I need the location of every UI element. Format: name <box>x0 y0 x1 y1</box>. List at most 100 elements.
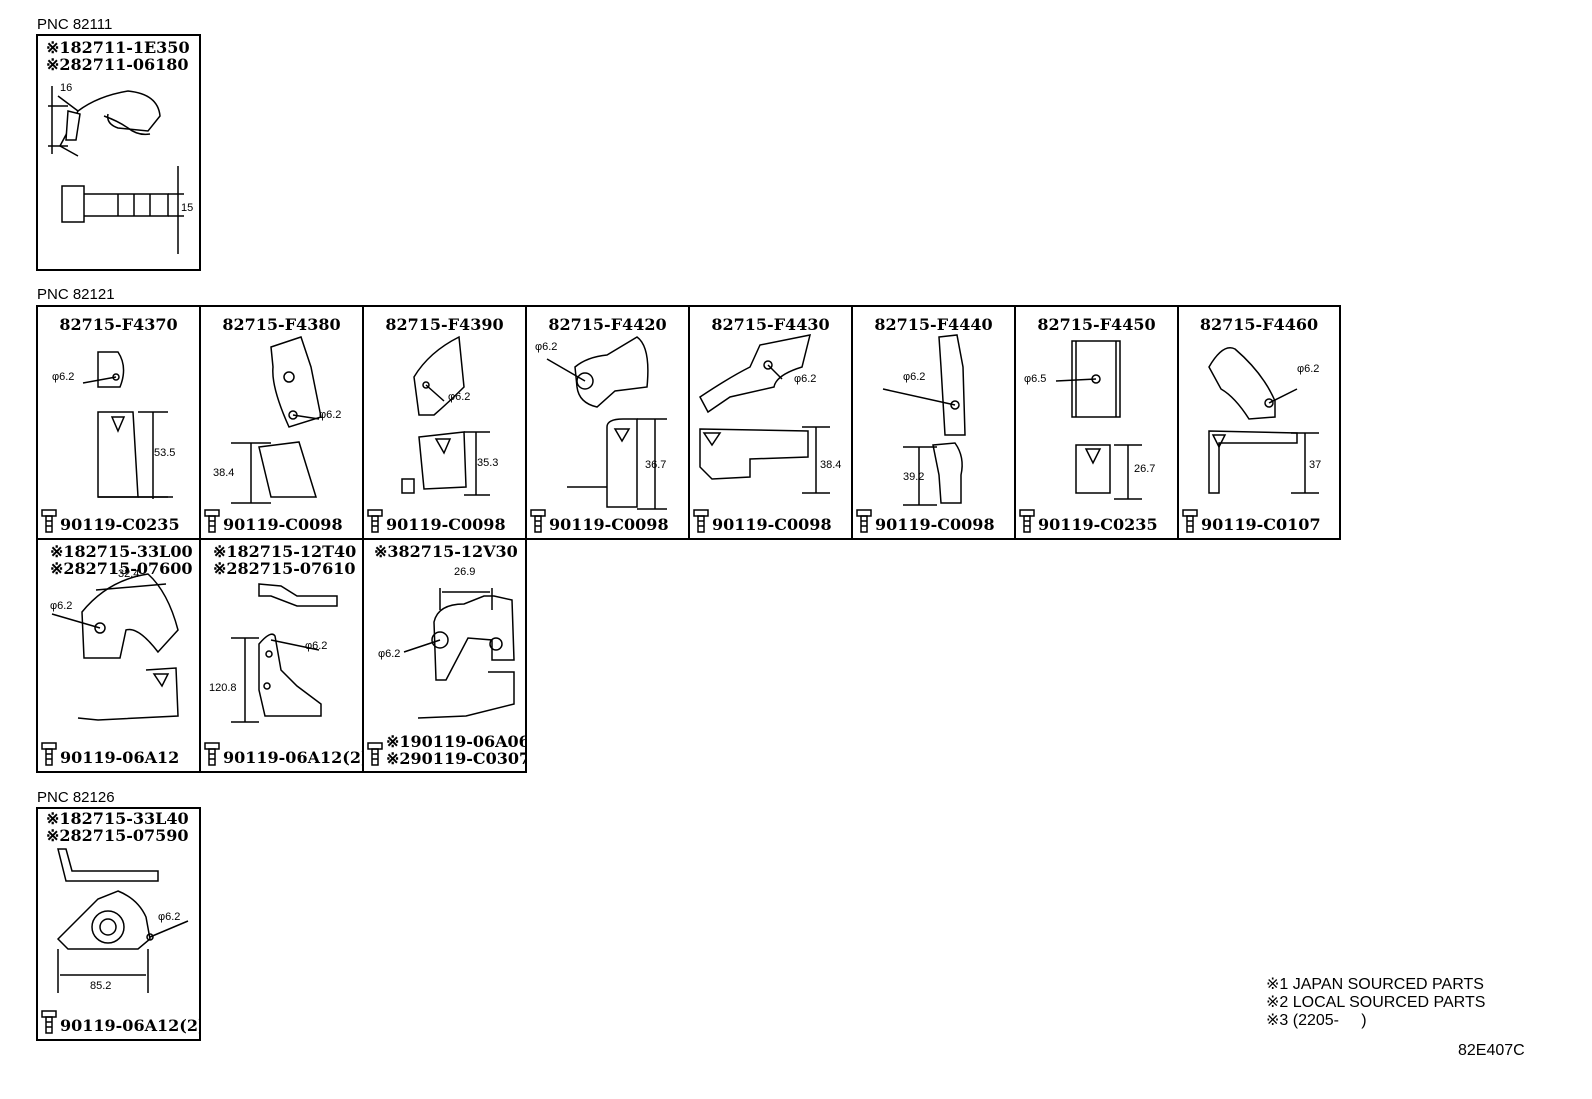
hole-diameter-label: φ6.2 <box>305 640 328 652</box>
hole-diameter-label: φ6.2 <box>535 341 558 353</box>
hole-diameter-label: φ6.2 <box>794 373 817 385</box>
diagram-code: 82E407C <box>1458 1042 1525 1059</box>
bolt-part-number: 90119-C0107 <box>1201 515 1321 534</box>
bolt-icon <box>204 742 220 766</box>
pnc-82126-panel[interactable]: ※182715-33L40 ※282715-07590 φ6.2 85.2 90… <box>36 807 201 1041</box>
bolt-part-number: 90119-C0098 <box>386 515 506 534</box>
hole-diameter-label: φ6.2 <box>50 600 73 612</box>
part-number: 82715-F4370 <box>59 315 178 334</box>
dim-label-85-2: 85.2 <box>90 980 112 992</box>
bracket-drawing <box>82 351 173 499</box>
part-number-line-1: ※182715-33L40 <box>46 809 189 828</box>
bolt-part-number-1: ※190119-06A06 <box>386 732 527 751</box>
bolt-part-number: 90119-C0098 <box>549 515 669 534</box>
part-number: 82715-F4390 <box>385 315 504 334</box>
bolt-callout: 90119-C0098 <box>203 508 343 534</box>
dimension-label: 39.2 <box>903 471 925 483</box>
bolt-part-number: 90119-06A12(2) <box>60 1016 201 1035</box>
bolt-icon <box>41 742 57 766</box>
dimension-label: 38.4 <box>213 467 235 479</box>
part-number-line-2: ※282715-07590 <box>46 826 189 845</box>
bracket-panel-82715-f4420[interactable]: 82715-F4420 φ6.2 36.7 90119-C0098 <box>525 305 690 540</box>
legend-item-japan: ※1 JAPAN SOURCED PARTS <box>1266 976 1484 993</box>
bracket-drawing <box>1055 340 1142 500</box>
part-number-line-2: ※282711-06180 <box>46 55 189 74</box>
bolt-callout: 90119-C0107 <box>1181 508 1321 534</box>
bracket-drawing <box>882 334 966 506</box>
bracket-drawing <box>699 334 830 494</box>
bracket-drawing <box>401 335 490 496</box>
part-number-line-2: ※282715-07610 <box>213 559 356 578</box>
bracket-panel-82715-f4430[interactable]: 82715-F4430 φ6.2 38.4 90119-C0098 <box>688 305 853 540</box>
dimension-label: 32.4 <box>118 568 140 580</box>
hole-diameter-label: φ6.2 <box>448 391 471 403</box>
bracket-drawing <box>546 336 667 510</box>
bolt-callout: ※190119-06A06※290119-C0307 <box>366 732 527 768</box>
dimension-label: 36.7 <box>645 459 667 471</box>
pnc-82121-title: PNC 82121 <box>37 286 115 303</box>
bracket-drawing <box>231 583 338 723</box>
pnc-82111-panel[interactable]: ※182711-1E350 ※282711-06180 16 15 <box>36 34 201 271</box>
bracket-drawing <box>231 336 322 504</box>
bolt-callout: 90119-C0098 <box>855 508 995 534</box>
pnc-82126-title: PNC 82126 <box>37 789 115 806</box>
bolt-part-number: 90119-C0098 <box>712 515 832 534</box>
bolt-callout: 90119-C0098 <box>692 508 832 534</box>
bolt-callout: 90119-C0235 <box>40 508 180 534</box>
bracket-panel-82715-f4390[interactable]: 82715-F4390 φ6.2 35.3 90119-C0098 <box>362 305 527 540</box>
part-number-line-1: ※182711-1E350 <box>46 38 190 57</box>
dim-label-16: 16 <box>60 82 73 94</box>
bolt-icon <box>530 509 546 533</box>
bracket-drawing <box>403 588 515 719</box>
bolt-icon <box>693 509 709 533</box>
hole-diameter-label: φ6.2 <box>158 911 181 923</box>
bolt-icon <box>367 509 383 533</box>
bolt-callout: 90119-C0098 <box>529 508 669 534</box>
bolt-part-number-2: ※290119-C0307 <box>386 749 527 768</box>
bolt-part-number: 90119-C0235 <box>60 515 180 534</box>
bolt-icon <box>204 509 220 533</box>
bolt-part-number: 90119-C0098 <box>223 515 343 534</box>
bolt-icon <box>1019 509 1035 533</box>
bolt-part-number: 90119-06A12(2) <box>223 748 364 767</box>
dimension-label: 35.3 <box>477 457 499 469</box>
part-number: 82715-F4440 <box>874 315 993 334</box>
bolt-callout: 90119-06A12(2) <box>40 1009 201 1035</box>
part-number: 82715-F4430 <box>711 315 830 334</box>
part-number: 82715-F4420 <box>548 315 667 334</box>
part-number: 82715-F4450 <box>1037 315 1156 334</box>
dim-label-15: 15 <box>181 202 194 214</box>
bolt-icon <box>41 1010 57 1034</box>
part-number-line-1: ※382715-12V30 <box>374 542 518 561</box>
dimension-label: 37 <box>1309 459 1322 471</box>
bracket-drawing <box>51 573 179 721</box>
bolt-icon <box>1182 509 1198 533</box>
bolt-icon <box>41 509 57 533</box>
clip-drawing <box>48 86 184 254</box>
bracket-panel-row2-3[interactable]: ※382715-12V30 φ6.2 26.9 ※190119-06A06※29011… <box>362 538 527 773</box>
bolt-callout: 90119-06A12(2) <box>203 741 364 767</box>
bolt-callout: 90119-06A12 <box>40 741 179 767</box>
bolt-part-number: 90119-C0098 <box>875 515 995 534</box>
dimension-label: 53.5 <box>154 447 176 459</box>
legend-item-date: ※3 (2205- ) <box>1266 1012 1367 1029</box>
bolt-part-number: 90119-C0235 <box>1038 515 1158 534</box>
pnc-82111-title: PNC 82111 <box>37 16 113 33</box>
dimension-label: 38.4 <box>820 459 842 471</box>
part-number: 82715-F4460 <box>1199 315 1319 334</box>
dimension-label: 120.8 <box>209 682 237 694</box>
hole-diameter-label: φ6.2 <box>378 648 401 660</box>
dimension-label: 26.7 <box>1134 463 1156 475</box>
legend-item-local: ※2 LOCAL SOURCED PARTS <box>1266 994 1486 1011</box>
bracket-drawing <box>56 848 189 993</box>
bracket-drawing <box>1208 347 1319 494</box>
dimension-label: 26.9 <box>454 566 476 578</box>
part-number: 82715-F4380 <box>222 315 341 334</box>
